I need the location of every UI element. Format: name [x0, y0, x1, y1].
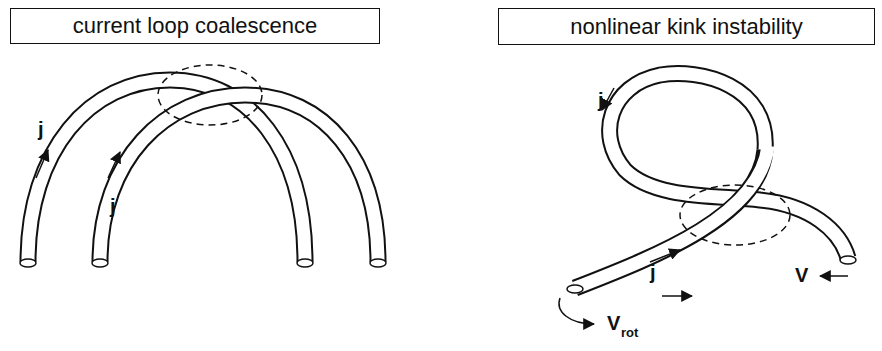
rotation-arrow — [559, 298, 594, 324]
current-loop-tube — [92, 95, 386, 267]
dashed-region — [680, 185, 790, 245]
current-arrow — [602, 88, 614, 110]
symbol-label: j — [38, 119, 44, 139]
kinked-tube — [610, 74, 856, 264]
symbol-label: j — [598, 90, 604, 110]
title-text: nonlinear kink instability — [570, 14, 802, 40]
velocity-arrow — [820, 275, 848, 277]
title-text: current loop coalescence — [73, 13, 318, 39]
symbol-label: V — [607, 313, 620, 333]
kinked-tube — [567, 146, 768, 293]
title-box: nonlinear kink instability — [498, 8, 875, 45]
velocity-arrow — [662, 295, 692, 297]
symbol-label: j — [650, 262, 656, 282]
symbol-label: rot — [621, 326, 638, 339]
current-arrow — [36, 150, 48, 178]
current-arrow — [108, 152, 120, 178]
dashed-region — [158, 65, 262, 125]
title-box: current loop coalescence — [10, 8, 380, 44]
symbol-label: V — [795, 265, 808, 285]
current-loop-tube — [20, 80, 313, 267]
symbol-label: j — [110, 196, 116, 216]
current-arrow — [650, 250, 680, 262]
